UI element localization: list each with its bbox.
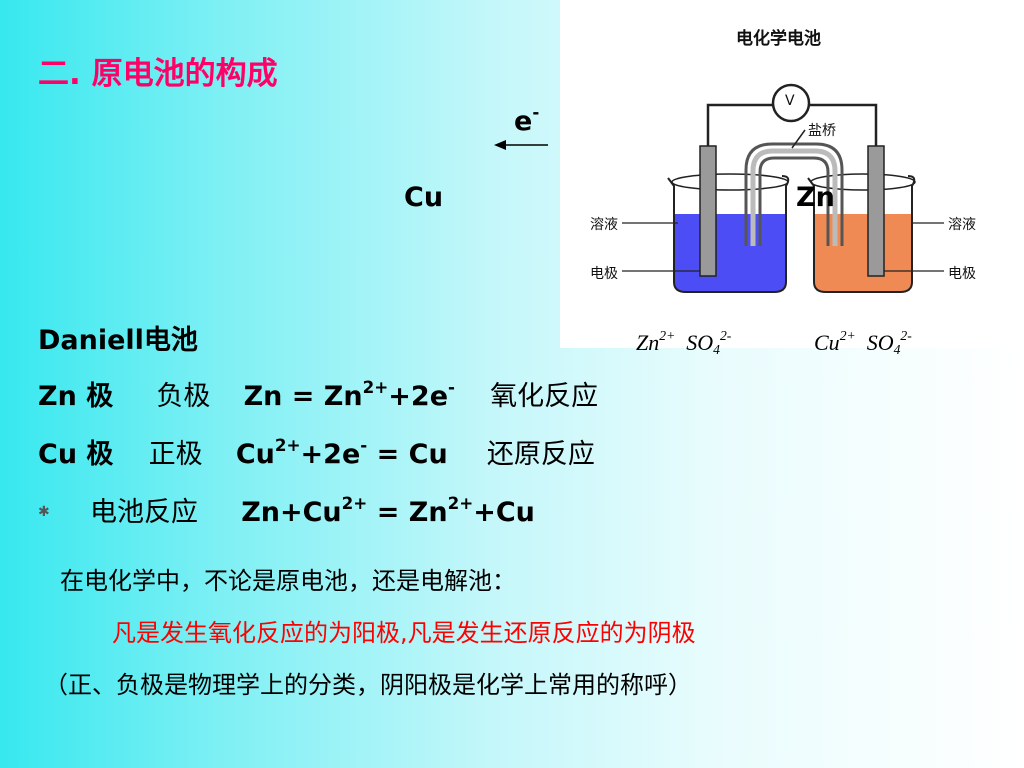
electrochemical-cell-diagram: 电化学电池 V 盐桥 溶液 电极 溶液 电极 <box>560 0 1024 348</box>
ions-left: Zn2+ SO42- <box>636 328 732 358</box>
electron-label: e- <box>514 101 540 137</box>
zn-electrode-label: Zn <box>796 182 835 213</box>
cu-electrode-line: Cu 极 正极 Cu2++2e- = Cu 还原反应 <box>38 434 595 470</box>
cell-reaction-line: 电池反应 Zn+Cu2+ = Zn2++Cu <box>90 492 535 528</box>
slide-title: 二. 原电池的构成 <box>38 56 278 92</box>
electrode-left-label: 电极 <box>590 266 618 282</box>
bullet-icon: ✱ <box>38 504 50 520</box>
ions-right: Cu2+ SO42- <box>814 328 912 358</box>
solution-right-label: 溶液 <box>948 217 976 233</box>
solution-left-label: 溶液 <box>590 217 618 233</box>
electrode-right-label: 电极 <box>948 266 976 282</box>
note-line-3: （正、负极是物理学上的分类，阴阳极是化学上常用的称呼） <box>44 671 692 699</box>
salt-bridge-label: 盐桥 <box>808 123 836 139</box>
zn-electrode-line: Zn 极 负极 Zn = Zn2++2e- 氧化反应 <box>38 376 599 412</box>
note-line-1: 在电化学中，不论是原电池，还是电解池： <box>60 567 516 595</box>
daniell-cell-heading: Daniell电池 <box>38 325 198 356</box>
diagram-title: 电化学电池 <box>736 29 821 49</box>
cu-electrode-label: Cu <box>404 182 444 213</box>
voltmeter-icon: V <box>785 93 795 109</box>
note-line-2: 凡是发生氧化反应的为阳极,凡是发生还原反应的为阴极 <box>112 619 696 647</box>
electron-flow-arrow <box>494 140 548 150</box>
